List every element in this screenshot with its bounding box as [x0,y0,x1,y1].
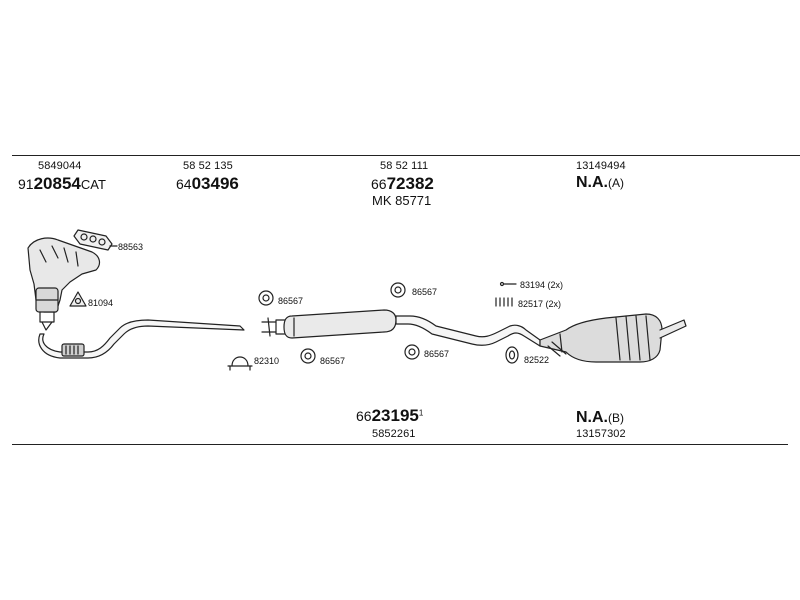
label-gasket-top: 88563 [118,242,144,252]
ref-number-6: 13157302 [576,428,626,440]
triangle-gasket-icon [69,291,87,307]
hanger-icon-a [499,281,517,287]
front-pipe-icon [38,319,245,359]
intermediate-pipe-icon [395,315,541,347]
label-ring-mid-top: 86567 [412,287,438,297]
part-number-5: 66231951 [356,406,424,425]
label-ring-mid-bottom: 86567 [424,349,450,359]
rubber-ring-icon-mid-bottom [404,344,420,360]
rubber-ring-icon-right [505,346,519,364]
part-number-2: 6403496 [176,174,239,193]
ref-number-1: 5849044 [38,160,82,172]
ref-number-3: 58 52 111 [380,160,429,172]
label-gasket-triangle: 81094 [88,298,114,308]
rear-muffler-icon [539,313,687,363]
hanger-icon-b [495,297,513,307]
label-hanger-b: 82517 (2x) [518,299,562,309]
label-ring-left-bottom: 86567 [320,356,346,366]
top-divider-line [12,155,800,156]
label-hanger-a: 83194 (2x) [520,280,564,290]
label-ring-right: 82522 [524,355,550,365]
rubber-ring-icon-left-top [258,290,274,306]
ref-number-4: 13149494 [576,160,626,172]
label-clamp-left: 82310 [254,356,280,366]
ref-number-5: 5852261 [372,428,416,440]
pipe-clamp-icon [227,356,253,371]
manifold-gasket-icon [73,229,118,251]
manifold-catalyst-icon [27,237,101,331]
middle-muffler-icon [261,309,397,339]
ref-number-2: 58 52 135 [183,160,233,172]
na-label-b: N.A.(B) [576,409,624,426]
part-number-1: 9120854CAT [18,174,106,193]
na-label-a: N.A.(A) [576,174,624,191]
rubber-ring-icon-mid-top [390,282,406,298]
rubber-ring-icon-left-bottom [300,348,316,364]
part-number-3: 6672382 [371,174,434,193]
bottom-divider-line [12,444,788,445]
mk-number: MK 85771 [372,193,432,208]
label-ring-left-top: 86567 [278,296,304,306]
